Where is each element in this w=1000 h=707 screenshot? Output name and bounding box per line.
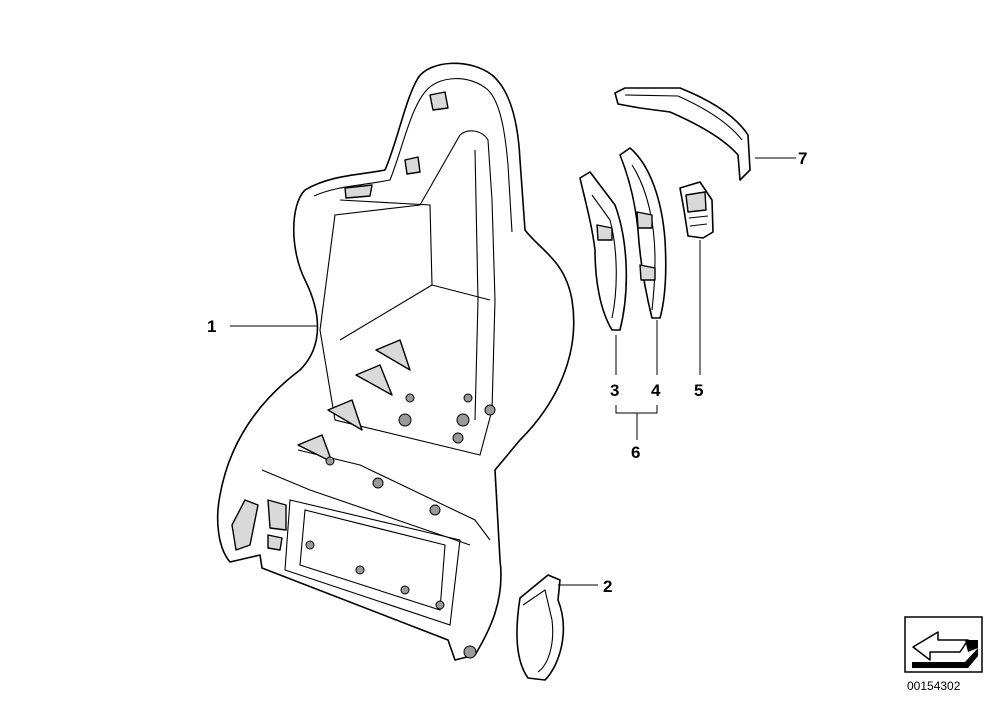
callout-5: 5 [694,381,703,400]
inner-panel-right [619,147,667,319]
callout-2: 2 [603,577,612,596]
leader-lines [230,157,796,586]
seat-backrest-frame [216,62,575,661]
callout-3: 3 [610,381,619,400]
arrow-view-icon [904,616,983,673]
side-trim-cover [516,574,565,681]
release-latch [679,181,714,239]
top-trim-strip [614,87,751,181]
inner-panel-left [579,171,628,331]
callout-7: 7 [798,149,807,168]
callout-1: 1 [207,317,216,336]
callout-6: 6 [631,443,640,462]
callout-4: 4 [651,381,661,400]
callout-labels: 1 2 3 4 5 6 7 [207,149,807,596]
document-number: 00154302 [907,679,961,693]
